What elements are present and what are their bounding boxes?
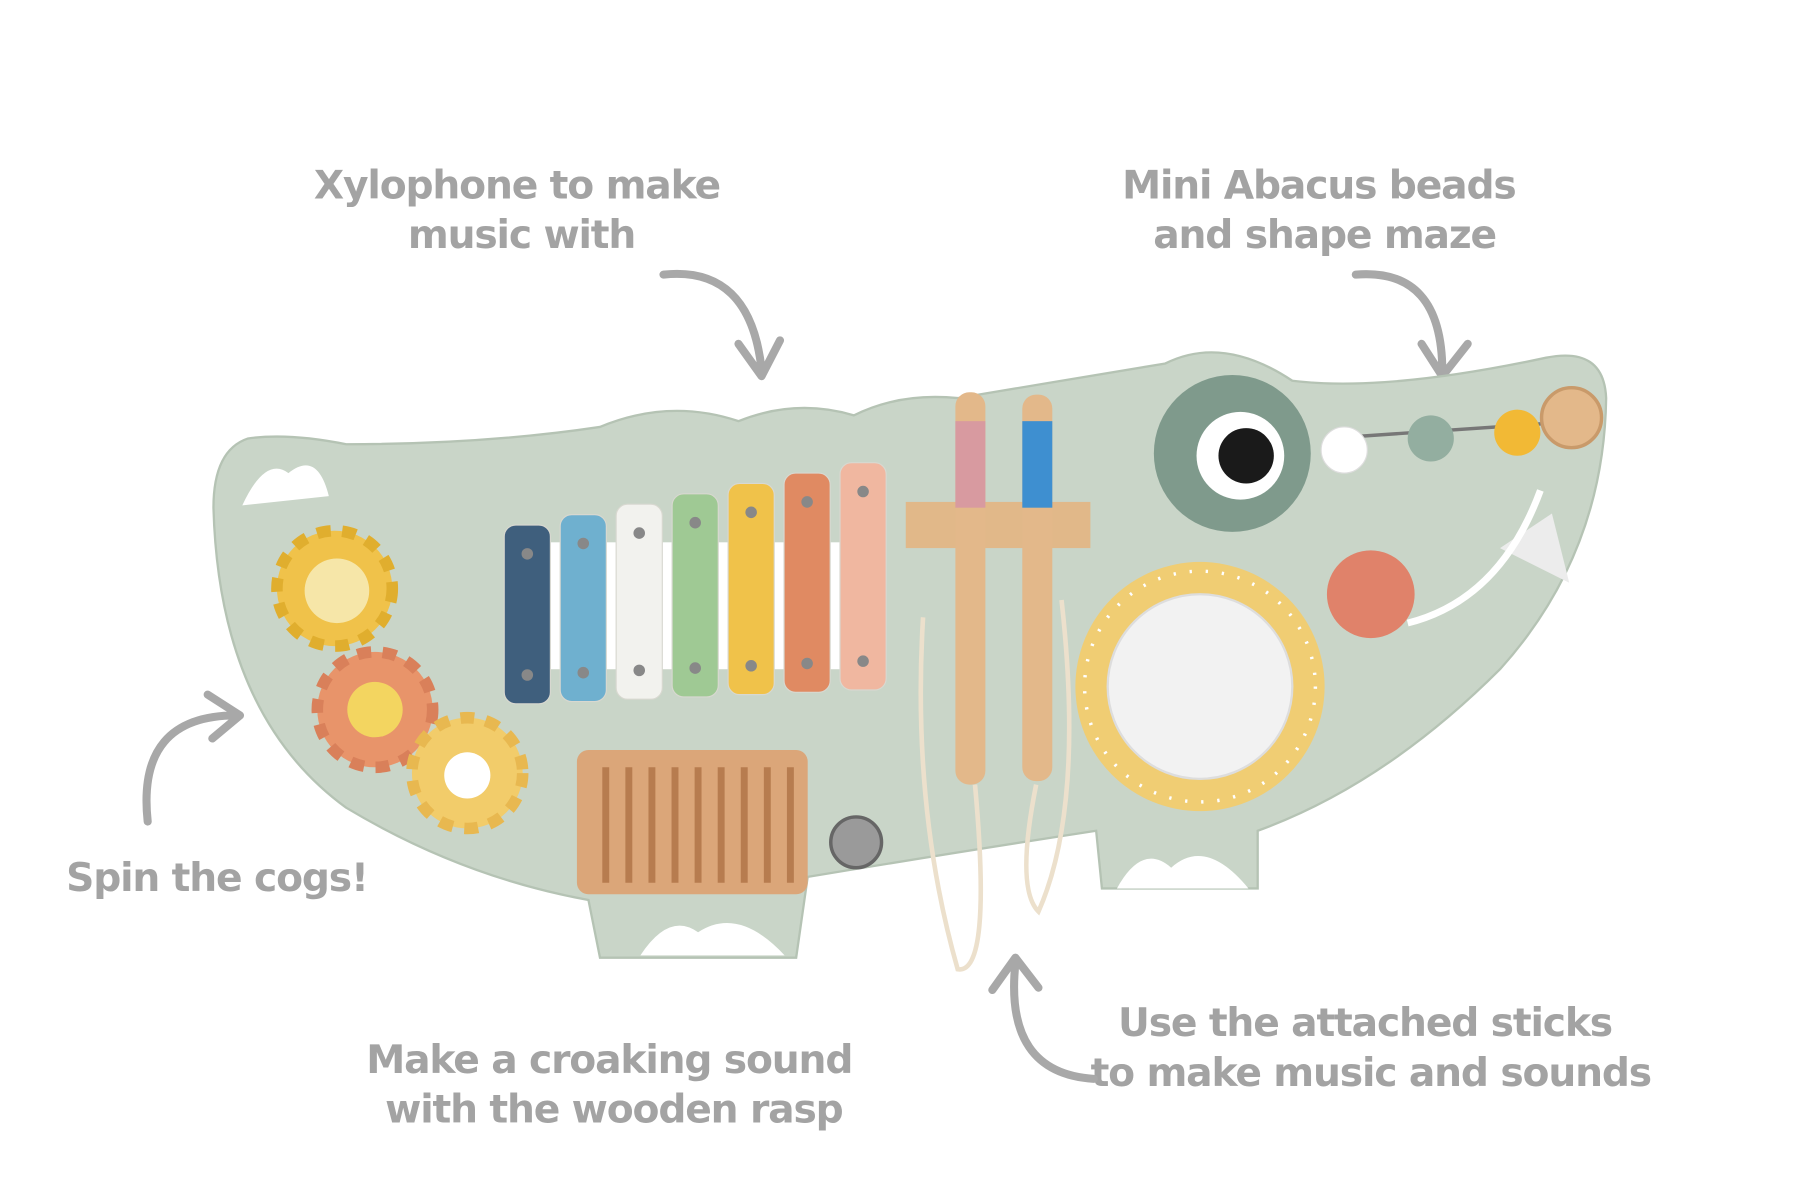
screw-icon [633,664,645,677]
bell-icon[interactable] [829,815,884,870]
xylophone [503,462,887,705]
callout-abacus: Mini Abacus beads and shape maze [1122,163,1517,258]
screw-icon [577,537,590,550]
callout-cogs: Spin the cogs! [66,856,369,901]
mirror [1075,561,1325,812]
screw-icon [745,506,757,519]
arrow-icon [142,690,245,826]
callout-rasp-line2: with the wooden rasp [385,1088,843,1133]
callout-xylophone-line1: Xylophone to make [314,163,720,208]
arrow-icon [988,953,1098,1083]
callout-cogs-line1: Spin the cogs! [66,856,368,901]
screw-icon [857,485,869,498]
shape-maze-triangle[interactable] [1500,513,1570,583]
callout-rasp: Make a croaking sound with the wooden ra… [366,1038,853,1133]
texture-disc[interactable] [1326,550,1415,639]
wooden-rasp[interactable] [576,750,808,895]
xylophone-bar[interactable] [839,462,887,691]
callout-abacus-line2: and shape maze [1153,213,1496,258]
xylophone-bar[interactable] [503,524,551,705]
eye[interactable] [1153,375,1311,532]
xylophone-bar[interactable] [727,482,775,696]
screw-icon [633,527,645,539]
screw-icon [521,669,534,681]
screw-icon [745,660,757,672]
crocodile-board [212,351,1608,959]
screw-icon [689,662,701,674]
callout-xylophone-line2: music with [408,213,635,258]
xylophone-bar[interactable] [559,514,607,703]
callout-sticks: Use the attached sticks to make music an… [1091,1001,1653,1096]
xylophone-bar[interactable] [615,503,663,700]
screw-icon [689,516,701,529]
callout-abacus-line1: Mini Abacus beads [1122,163,1515,208]
arrow-icon [1351,270,1472,381]
screw-icon [577,666,590,679]
screw-icon [857,655,869,667]
xylophone-bar[interactable] [783,472,831,693]
xylophone-bar[interactable] [671,493,719,698]
callout-xylophone: Xylophone to make music with [314,163,721,258]
screw-icon [521,548,534,560]
screw-icon [801,496,813,508]
callout-sticks-line1: Use the attached sticks [1118,1001,1612,1046]
screw-icon [801,657,813,670]
arrow-icon [659,269,785,381]
cogs[interactable] [271,525,529,835]
mallet-sticks[interactable] [905,392,1091,972]
abacus-beads[interactable] [1320,385,1604,474]
xylophone-bars [503,462,887,705]
callout-rasp-line1: Make a croaking sound [366,1038,852,1083]
callout-sticks-line2: to make music and sounds [1091,1051,1651,1096]
